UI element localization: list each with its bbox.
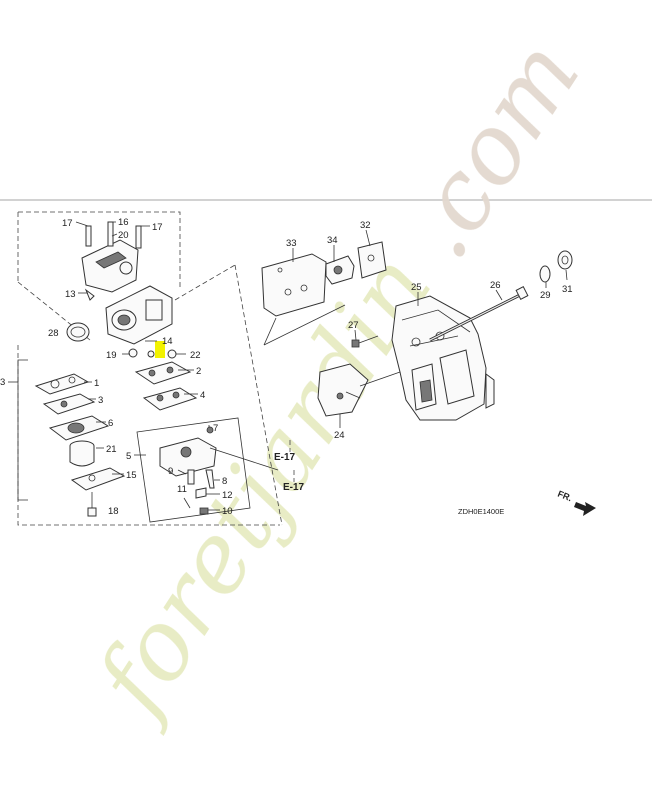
callout-8: 8 [222,476,227,487]
callout-13: 13 [65,289,76,300]
carburetor-assembly-group [8,211,283,526]
callout-26: 26 [490,280,501,291]
section-ref-e17-upper: E-17 [274,452,296,463]
callout-15: 15 [126,470,137,481]
carburetor-top-cover [81,221,142,301]
callout-5: 5 [126,451,131,462]
callout-6: 6 [108,418,113,429]
leader-lines [75,221,568,511]
small-parts-14-19-22 [128,340,177,359]
callout-32: 32 [360,220,371,231]
callout-4: 4 [200,390,205,401]
spacer-and-plate [69,440,126,517]
front-label: FR. [556,489,573,504]
callout-28: 28 [48,328,59,339]
callout-24: 24 [334,430,345,441]
callout-25: 25 [411,282,422,293]
callout-17a: 17 [62,218,73,229]
callout-16: 16 [118,217,129,228]
callout-12: 12 [222,490,233,501]
callout-7: 7 [213,423,218,434]
float-chamber-group [159,426,279,515]
drawing-code: ZDH0E1400E [458,507,504,516]
callout-22: 22 [190,350,201,361]
callout-9: 9 [168,466,173,477]
bracket-label-3: 3 [0,377,5,388]
o-ring-28 [66,322,90,342]
section-ref-group: E-17 E-17 [274,440,305,493]
gasket-stack [34,361,198,441]
callout-14: 14 [162,336,173,347]
washers-29-31 [539,250,573,283]
callout-labels: 17 16 17 20 13 28 14 19 22 2 1 3 4 6 21 … [48,217,573,517]
long-bolt-26 [429,286,529,342]
callout-17b: 17 [152,222,163,233]
callout-19: 19 [106,350,117,361]
callout-18: 18 [108,506,119,517]
callout-27: 27 [348,320,359,331]
callout-2: 2 [196,366,201,377]
bolt-27 [351,335,379,348]
watermark-suffix-text: .com [380,21,601,278]
front-direction-indicator: FR. [556,489,596,516]
callout-31: 31 [562,284,573,295]
callout-11: 11 [177,484,187,495]
callout-34: 34 [327,235,338,246]
highlight-marker [155,341,165,358]
section-ref-e17-lower: E-17 [283,482,305,493]
carburetor-body [105,285,173,345]
intake-components [261,241,387,417]
callout-20: 20 [118,230,129,241]
callout-21: 21 [106,444,117,455]
callout-10: 10 [222,506,233,517]
callout-3: 3 [98,395,103,406]
callout-29: 29 [540,290,551,301]
front-arrow-icon [574,502,596,516]
callout-1: 1 [94,378,99,389]
air-cleaner-housing [359,295,495,421]
callout-33: 33 [286,238,297,249]
